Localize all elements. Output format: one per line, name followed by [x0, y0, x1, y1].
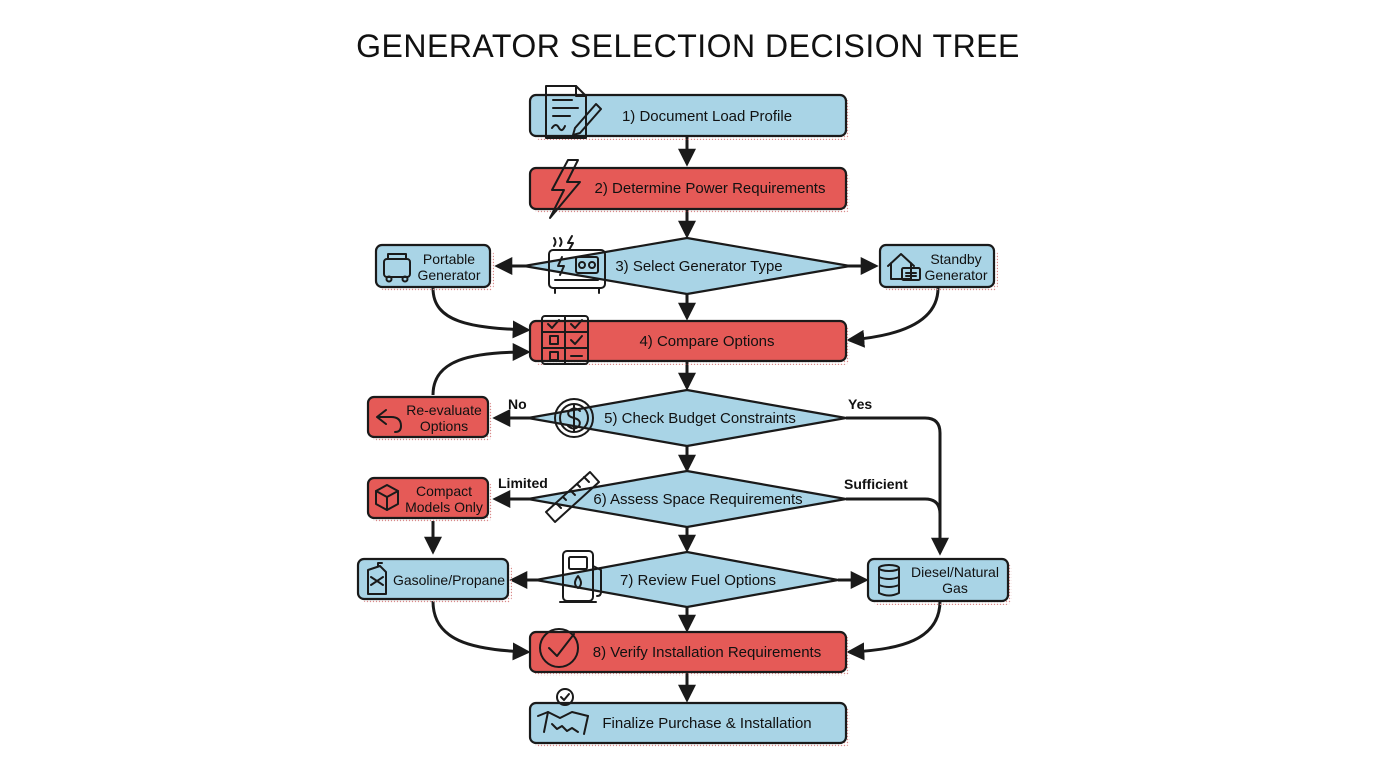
node-compact-models-only: Compact Models Only: [366, 476, 492, 522]
node-5-label: 5) Check Budget Constraints: [604, 410, 796, 427]
node-determine-power-requirements: 2) Determine Power Requirements: [528, 159, 850, 219]
checklist-icon: [541, 315, 589, 365]
decision-select-generator-type: 3) Select Generator Type: [522, 235, 852, 296]
check-circle-icon: [539, 628, 579, 668]
node-3-label: 3) Select Generator Type: [615, 258, 782, 275]
reeval-line-2: Options: [420, 418, 468, 434]
node-7-label: 7) Review Fuel Options: [620, 572, 776, 589]
edge-standby-4: [846, 287, 940, 348]
generator-icon: [548, 235, 606, 294]
diesel-line-1: Diesel/Natural: [911, 564, 999, 580]
undo-arrow-icon: [376, 409, 402, 433]
edge-reeval-4: [431, 343, 531, 396]
compact-line-1: Compact: [416, 483, 472, 499]
edge-6-diesel: [846, 497, 942, 515]
decision-check-budget: 5) Check Budget Constraints: [526, 388, 848, 448]
standby-line-2: Generator: [924, 267, 987, 283]
node-finalize-purchase: Finalize Purchase & Installation: [528, 688, 850, 747]
gasoline-label: Gasoline/Propane: [393, 572, 505, 588]
node-1-label: 1) Document Load Profile: [622, 108, 792, 125]
node-6-label: 6) Assess Space Requirements: [593, 491, 802, 508]
edge-label-limited: Limited: [498, 475, 548, 491]
box-icon: [375, 484, 399, 511]
node-re-evaluate-options: Re-evaluate Options: [366, 395, 492, 441]
node-gasoline-propane: Gasoline/Propane: [356, 557, 512, 603]
standby-line-1: Standby: [930, 251, 981, 267]
node-4-label: 4) Compare Options: [639, 333, 774, 350]
page-title: GENERATOR SELECTION DECISION TREE: [356, 28, 1020, 64]
portable-line-2: Generator: [417, 267, 480, 283]
gas-can-icon: [367, 562, 387, 595]
portable-generator-icon: [383, 253, 411, 283]
edge-portable-4: [431, 287, 531, 339]
document-pen-icon: [545, 85, 602, 139]
node-standby-generator: Standby Generator: [878, 243, 998, 291]
node-9-label: Finalize Purchase & Installation: [602, 715, 811, 732]
portable-line-1: Portable: [423, 251, 475, 267]
reeval-line-1: Re-evaluate: [406, 402, 482, 418]
fuel-pump-icon: [559, 550, 602, 603]
node-document-load-profile: 1) Document Load Profile: [528, 85, 850, 140]
fuel-barrel-icon: [878, 564, 900, 597]
house-generator-icon: [887, 253, 921, 281]
decision-review-fuel: 7) Review Fuel Options: [534, 550, 840, 609]
edge-5-diesel: [846, 416, 949, 556]
handshake-icon: [537, 688, 589, 735]
dollar-coin-icon: [554, 398, 594, 438]
node-portable-generator: Portable Generator: [374, 243, 494, 291]
node-compare-options: 4) Compare Options: [528, 315, 850, 365]
lightning-icon: [549, 159, 581, 219]
edge-label-sufficient: Sufficient: [844, 476, 908, 492]
compact-line-2: Models Only: [405, 499, 483, 515]
edge-label-yes: Yes: [848, 396, 872, 412]
node-2-label: 2) Determine Power Requirements: [595, 180, 826, 197]
node-diesel-natural-gas: Diesel/Natural Gas: [866, 557, 1012, 605]
diesel-line-2: Gas: [942, 580, 968, 596]
edge-gasoline-8: [431, 600, 531, 661]
node-8-label: 8) Verify Installation Requirements: [593, 644, 821, 661]
ruler-icon: [545, 471, 600, 523]
connectors: [424, 136, 949, 703]
edge-diesel-8: [846, 600, 942, 661]
edge-label-no: No: [508, 396, 527, 412]
node-verify-installation: 8) Verify Installation Requirements: [528, 628, 850, 676]
decision-assess-space: 6) Assess Space Requirements: [526, 469, 848, 529]
